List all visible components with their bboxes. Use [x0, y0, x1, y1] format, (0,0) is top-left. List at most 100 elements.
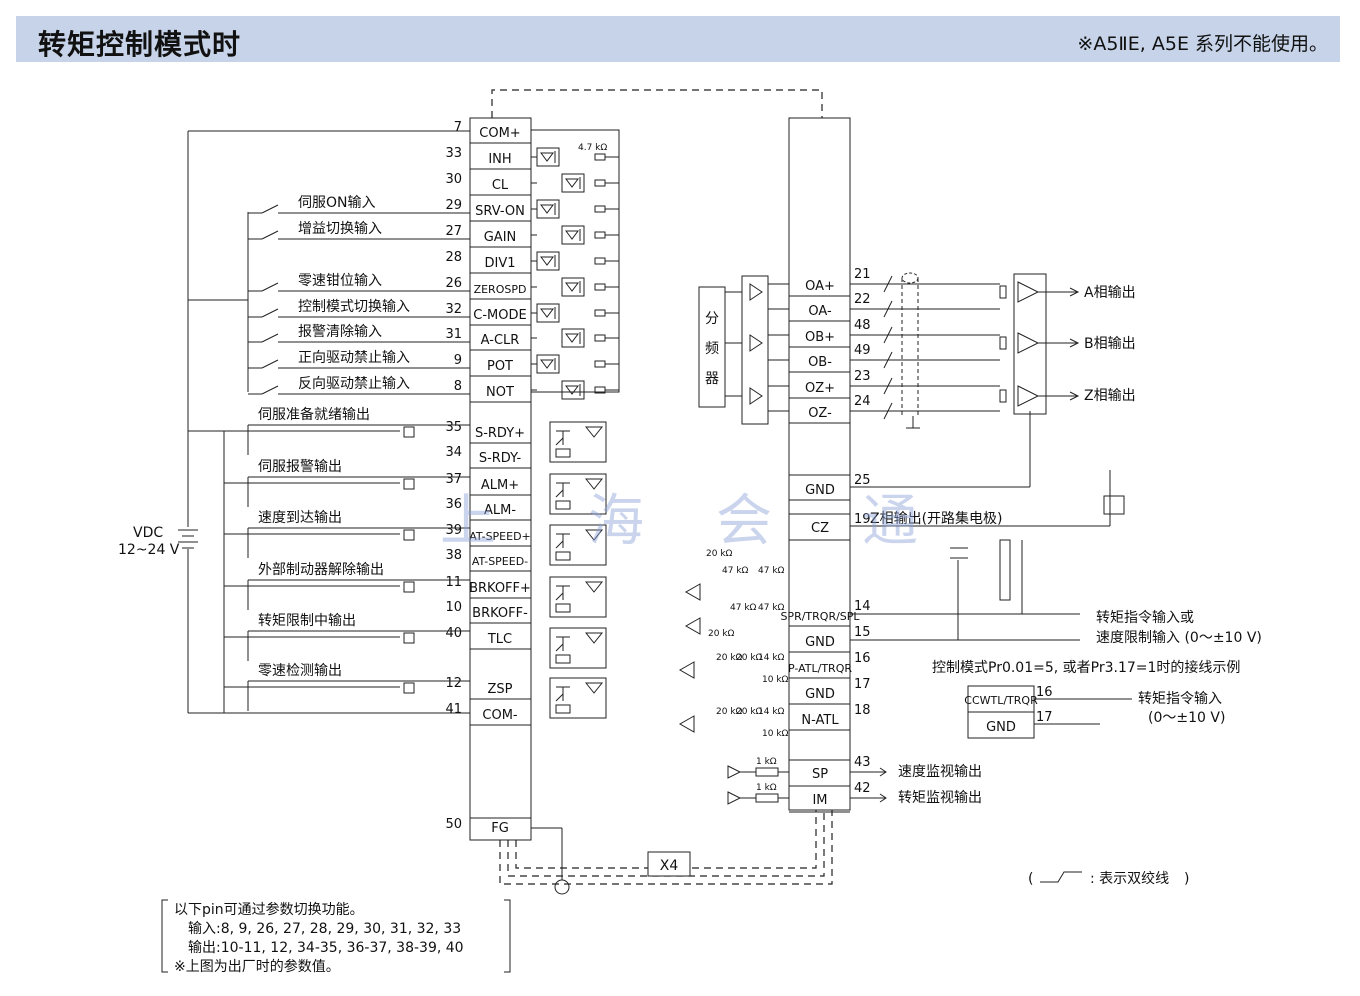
input-label: 增益切换输入 — [298, 220, 382, 237]
output-label: 速度到达输出 — [258, 510, 342, 526]
pin-label: OB- — [808, 355, 832, 370]
pin-number: 43 — [854, 755, 871, 770]
pin-number: 42 — [854, 781, 871, 796]
connector-x4: X4 — [647, 851, 691, 877]
resistor-value: 20 kΩ — [736, 707, 763, 717]
resistor-value: 47 kΩ — [758, 566, 785, 576]
cable-shield — [491, 89, 823, 118]
pin-number: 17 — [1036, 710, 1053, 725]
alt-range: (0～±10 V) — [1148, 710, 1225, 726]
pin-label: COM- — [482, 708, 518, 723]
watermark-char: 上 — [440, 489, 496, 554]
output-label: 转矩限制中输出 — [258, 613, 356, 629]
pin-number: 8 — [454, 379, 462, 394]
pin-number: 29 — [445, 198, 462, 213]
resistor-value: 14 kΩ — [758, 653, 785, 663]
pin-label: OA+ — [805, 279, 835, 294]
input-label: 控制模式切换输入 — [298, 298, 410, 315]
pin-label: S-RDY+ — [475, 426, 525, 441]
pin-number: 27 — [445, 224, 462, 239]
pin-number: 33 — [445, 146, 462, 161]
svg-text:(: ( — [1028, 871, 1033, 887]
divider-char: 频 — [705, 341, 719, 357]
output-row-comn: COM-41 — [445, 702, 531, 726]
input-row-gain: GAIN 27 增益切换输入 — [248, 220, 619, 248]
pin-number: 25 — [854, 473, 871, 488]
parameter-notes: 以下pin可通过参数切换功能。输入:8, 9, 26, 27, 28, 29, … — [161, 899, 511, 975]
pin-label: SP — [812, 767, 828, 782]
pin-label: ZEROSPD — [474, 283, 527, 296]
pin-label: GAIN — [484, 230, 517, 245]
resistor-value: 47 kΩ — [730, 603, 757, 613]
pin-number: 32 — [445, 302, 462, 317]
pin-number: 9 — [454, 353, 462, 368]
pin-number: 19 — [854, 512, 871, 527]
encoder-row-oap: OA+21 — [768, 267, 1000, 297]
pin-number: 39 — [445, 523, 462, 538]
note-line: ※上图为出厂时的参数值。 — [174, 958, 340, 975]
torque-cmd-range: 速度限制输入 (0～±10 V) — [1096, 630, 1262, 646]
vdc-range: 12~24 V — [118, 542, 180, 558]
monitor-label: 转矩监视输出 — [898, 790, 982, 806]
pin-number: 35 — [445, 420, 462, 435]
pin-label: A-CLR — [481, 333, 520, 348]
pin-number: 14 — [854, 599, 871, 614]
output-row-brkoffn: BRKOFF- 10 — [445, 600, 531, 624]
input-label: 零速钳位输入 — [298, 273, 382, 289]
pin-number: 10 — [445, 600, 462, 615]
vdc-supply — [178, 130, 470, 714]
pin-number: 12 — [445, 676, 462, 691]
pin-label: NOT — [486, 385, 514, 400]
legend-text: : 表示双绞线 — [1090, 870, 1169, 887]
pin-number: 30 — [445, 172, 462, 187]
pin-label: OA- — [808, 304, 832, 319]
watermark-char: 会 — [716, 489, 772, 554]
pin-label: P-ATL/TRQR — [788, 662, 852, 675]
torque-cmd-label: 转矩指令输入或 — [1096, 610, 1194, 626]
pin-number: 26 — [445, 276, 462, 291]
watermark-char: 通 — [862, 489, 918, 554]
ground-icon — [554, 879, 570, 895]
resistor-value: 20 kΩ — [706, 549, 733, 559]
output-label: 伺服报警输出 — [258, 459, 342, 475]
pin-number: 49 — [854, 343, 871, 358]
encoder-row-ozn: OZ- 24 — [768, 394, 1000, 424]
pin-label: ZSP — [488, 682, 513, 697]
resistor-value: 20 kΩ — [736, 653, 763, 663]
output-row-atnspeedn: AT-SPEED-38 — [445, 548, 531, 572]
pin-label: OZ- — [808, 406, 832, 421]
pin-number: 16 — [1036, 685, 1053, 700]
pin-number: 36 — [445, 497, 462, 512]
page-title: 转矩控制模式时 — [38, 28, 242, 61]
pin-number: 28 — [445, 250, 462, 265]
encoder-row-obp: OB+48 — [768, 318, 1000, 348]
phase-output-label: Z相输出 — [1084, 388, 1136, 404]
pin-number: 23 — [854, 369, 871, 384]
resistor-value: 4.7 kΩ — [578, 143, 607, 153]
pin-number: 34 — [445, 445, 462, 460]
cz-label: Z相输出(开路集电极) — [870, 510, 1003, 527]
pin-label: SRV-ON — [475, 204, 525, 219]
resistor-value: 47 kΩ — [758, 603, 785, 613]
pin-label: INH — [488, 152, 511, 167]
pin-label: SPR/TRQR/SPL — [780, 610, 860, 623]
pin-label: BRKOFF- — [472, 606, 528, 621]
divider-char: 分 — [705, 311, 719, 327]
twisted-pair-legend: (: 表示双绞线) — [1028, 870, 1189, 887]
pin-number: 24 — [854, 394, 871, 409]
x4-label: X4 — [660, 858, 679, 874]
pin-label: CL — [492, 178, 509, 193]
